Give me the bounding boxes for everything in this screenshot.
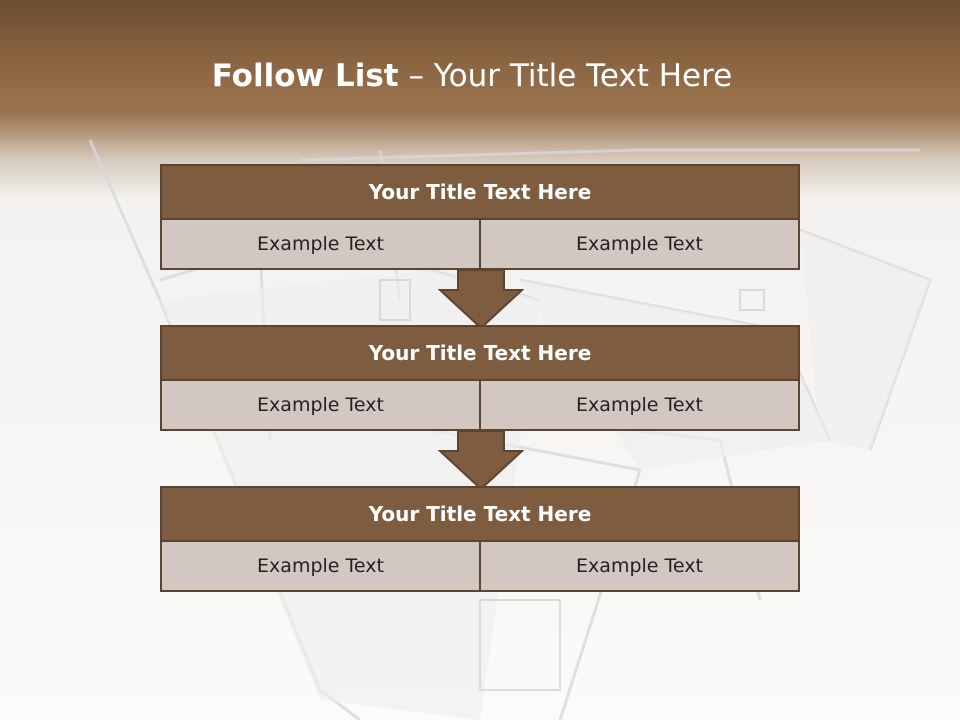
block-cell-left: Example Text <box>160 542 480 592</box>
list-block-2: Your Title Text Here Example Text Exampl… <box>160 325 800 431</box>
down-arrow-icon <box>438 431 524 491</box>
block-cell-left: Example Text <box>160 381 480 431</box>
block-title: Your Title Text Here <box>160 486 800 542</box>
down-arrow-icon <box>438 270 524 330</box>
list-block-1: Your Title Text Here Example Text Exampl… <box>160 164 800 270</box>
block-cell-right: Example Text <box>480 220 800 270</box>
block-cell-left: Example Text <box>160 220 480 270</box>
list-block-3: Your Title Text Here Example Text Exampl… <box>160 486 800 592</box>
block-row: Example Text Example Text <box>160 542 800 592</box>
block-cell-right: Example Text <box>480 542 800 592</box>
slide-title-bold: Follow List <box>211 58 399 94</box>
block-row: Example Text Example Text <box>160 220 800 270</box>
slide-title-rest: – Your Title Text Here <box>398 58 733 94</box>
slide-title: Follow List – Your Title Text Here <box>0 50 944 102</box>
block-title: Your Title Text Here <box>160 325 800 381</box>
block-row: Example Text Example Text <box>160 381 800 431</box>
block-title: Your Title Text Here <box>160 164 800 220</box>
block-cell-right: Example Text <box>480 381 800 431</box>
